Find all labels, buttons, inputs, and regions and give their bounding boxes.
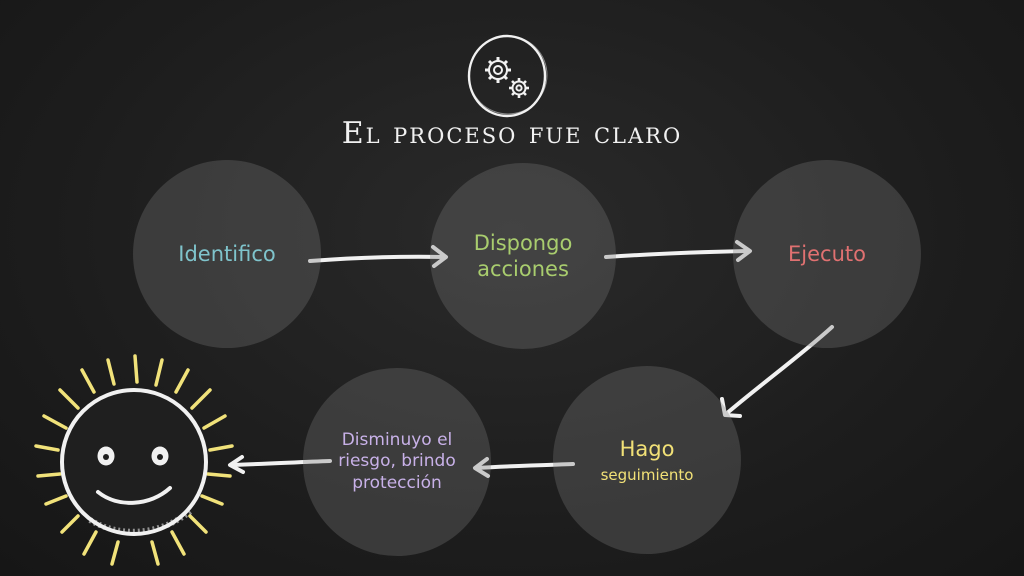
step-identifico: Identifico — [133, 160, 321, 348]
step-dispongo-acciones: Dispongo acciones — [430, 163, 616, 349]
arrow-5-to-sun — [229, 459, 332, 467]
step-label: Dispongo acciones — [473, 230, 573, 281]
step-label: Ejecuto — [788, 241, 866, 266]
arrow-2-to-3 — [604, 249, 750, 259]
arrow-4-to-5 — [474, 462, 575, 470]
step-ejecuto: Ejecuto — [733, 160, 921, 348]
step-hago-seguimiento: Hago seguimiento — [553, 366, 741, 554]
gears-icon — [467, 34, 548, 118]
step-label: Identifico — [178, 241, 276, 266]
step-label-sub: seguimiento — [600, 465, 694, 484]
sun-smiley-icon — [34, 354, 234, 566]
arrow-3-to-4 — [724, 325, 834, 416]
step-label-main: Hago — [619, 436, 675, 461]
step-label: Disminuyo el riesgo, brindo protección — [338, 430, 456, 493]
arrow-1-to-2 — [308, 254, 447, 263]
step-disminuyo-riesgo: Disminuyo el riesgo, brindo protección — [303, 368, 491, 556]
slide-title: El proceso fue claro — [341, 116, 683, 151]
